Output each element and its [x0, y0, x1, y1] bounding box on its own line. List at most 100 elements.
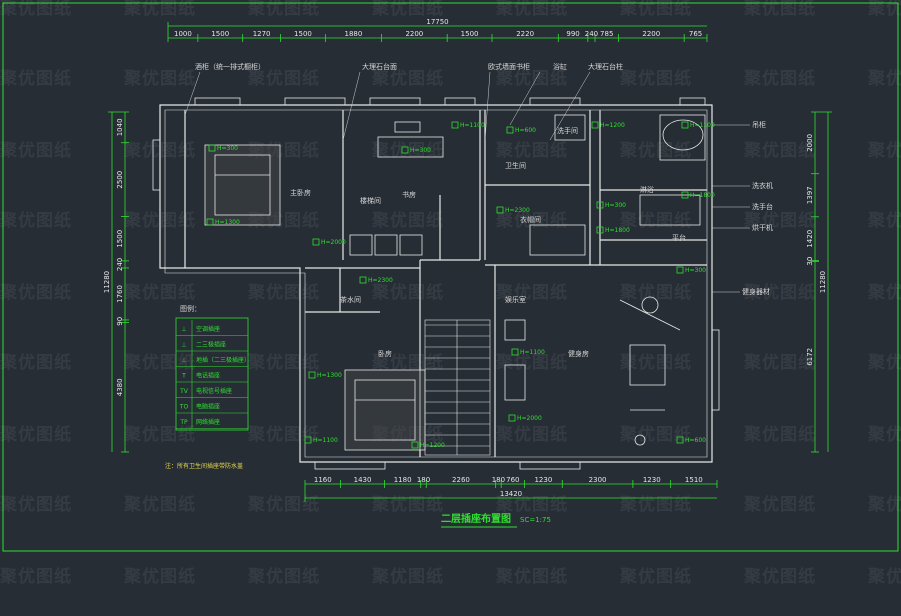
watermark-text: 聚优图纸 — [371, 566, 444, 587]
watermark-text: 聚优图纸 — [619, 282, 692, 303]
watermark-text: 聚优图纸 — [495, 0, 568, 19]
dimension-label: 760 — [506, 476, 519, 484]
watermark-text: 聚优图纸 — [123, 494, 196, 515]
watermark-text: 聚优图纸 — [867, 0, 901, 19]
windows — [152, 97, 720, 470]
legend-label: 电脑插座 — [196, 403, 220, 411]
watermark-text: 聚优图纸 — [867, 566, 901, 587]
room-study: 书房 — [402, 190, 416, 199]
dimension-label: 1500 — [461, 30, 479, 38]
legend-title: 图例： — [180, 304, 201, 313]
room-tea: 茶水间 — [340, 295, 361, 304]
watermark-text: 聚优图纸 — [495, 210, 568, 231]
watermark-text: 聚优图纸 — [867, 352, 901, 373]
dimension-label: 1510 — [685, 476, 703, 484]
annotation-marble-top: 大理石台面 — [362, 62, 397, 71]
dimension-label: 2200 — [405, 30, 423, 38]
watermark-text: 聚优图纸 — [371, 210, 444, 231]
annotation-basin: 洗手台 — [752, 202, 773, 211]
drawing-note: 注：所有卫生间插座带防水盖 — [165, 462, 243, 470]
watermark-text: 聚优图纸 — [123, 140, 196, 161]
room-stair-label: 楼梯间 — [360, 196, 381, 205]
dimension-total: 11280 — [819, 271, 827, 293]
watermark-text: 聚优图纸 — [743, 566, 816, 587]
socket-icon — [511, 348, 519, 356]
dimension-label: 1500 — [116, 230, 124, 248]
watermark-text: 聚优图纸 — [0, 424, 72, 445]
socket-height-label: H=2000 — [517, 415, 542, 422]
watermark-text: 聚优图纸 — [123, 282, 196, 303]
dimension-label: 1230 — [643, 476, 661, 484]
annotation-wall-cabinet: 吊柜 — [752, 120, 766, 129]
dimension-label: 2300 — [589, 476, 607, 484]
room-dressing: 衣帽间 — [520, 215, 541, 224]
dimension-label: 1397 — [806, 186, 814, 204]
dimension-label: 2260 — [452, 476, 470, 484]
watermark-text: 聚优图纸 — [495, 140, 568, 161]
socket-icon — [676, 436, 684, 444]
dimension-label: 2200 — [642, 30, 660, 38]
watermark-text: 聚优图纸 — [743, 0, 816, 19]
annotation-dryer: 烘干机 — [752, 223, 773, 232]
dimension-label: 6172 — [806, 348, 814, 366]
socket-height-label: H=300 — [410, 147, 431, 154]
watermark-text: 聚优图纸 — [0, 352, 72, 373]
watermark-text: 聚优图纸 — [123, 424, 196, 445]
dimension-total: 17750 — [426, 18, 448, 26]
socket-icon — [681, 191, 689, 199]
socket-icon — [401, 146, 409, 154]
socket-icon — [676, 266, 684, 274]
legend-symbol: ⊥ — [181, 326, 186, 333]
drawing-frame — [2, 2, 899, 552]
watermark-text: 聚优图纸 — [0, 210, 72, 231]
socket-icon — [506, 126, 514, 134]
watermark-text: 聚优图纸 — [619, 424, 692, 445]
socket-icon — [206, 218, 214, 226]
legend-symbol: TO — [179, 404, 189, 411]
watermark-text: 聚优图纸 — [867, 424, 901, 445]
room-fitness: 健身房 — [568, 349, 589, 358]
legend-label: 二三极插座 — [196, 341, 226, 349]
dimension-label: 1880 — [345, 30, 363, 38]
walls — [159, 104, 713, 463]
watermark-text: 聚优图纸 — [743, 424, 816, 445]
watermark-text: 聚优图纸 — [371, 68, 444, 89]
legend-label: 空调插座 — [196, 325, 220, 333]
second-bed — [344, 369, 426, 451]
watermark-text: 聚优图纸 — [743, 140, 816, 161]
dimension-label: 765 — [689, 30, 702, 38]
gym-equipment — [504, 296, 681, 446]
watermark-text: 聚优图纸 — [619, 494, 692, 515]
socket-icon — [208, 144, 216, 152]
watermark-text: 聚优图纸 — [0, 566, 72, 587]
watermark-text: 聚优图纸 — [371, 0, 444, 19]
socket-icon — [359, 276, 367, 284]
watermark-text: 聚优图纸 — [619, 352, 692, 373]
dimension-label: 1230 — [534, 476, 552, 484]
socket-height-label: H=1100 — [313, 437, 338, 444]
dimension-label: 990 — [566, 30, 579, 38]
watermark-text: 聚优图纸 — [123, 0, 196, 19]
room-bathroom: 卫生间 — [505, 161, 526, 170]
watermark-text: 聚优图纸 — [867, 140, 901, 161]
watermark-text: 聚优图纸 — [0, 140, 72, 161]
study-desk — [349, 121, 444, 256]
dimension-label: 1000 — [174, 30, 192, 38]
socket-icon — [596, 201, 604, 209]
socket-icon — [591, 121, 599, 129]
legend-label: 网络插座 — [196, 418, 220, 426]
watermark-text: 聚优图纸 — [619, 140, 692, 161]
socket-icon — [596, 226, 604, 234]
watermark-text: 聚优图纸 — [619, 0, 692, 19]
watermark-text: 聚优图纸 — [123, 566, 196, 587]
annotation-bookshelf: 欧式墙面书柜 — [488, 62, 530, 71]
watermark-text: 聚优图纸 — [247, 424, 320, 445]
dimension-label: 1160 — [314, 476, 332, 484]
socket-height-label: H=2300 — [368, 277, 393, 284]
legend-symbol: ⊥ — [181, 342, 186, 349]
watermark-text: 聚优图纸 — [123, 352, 196, 373]
socket-icon — [508, 414, 516, 422]
